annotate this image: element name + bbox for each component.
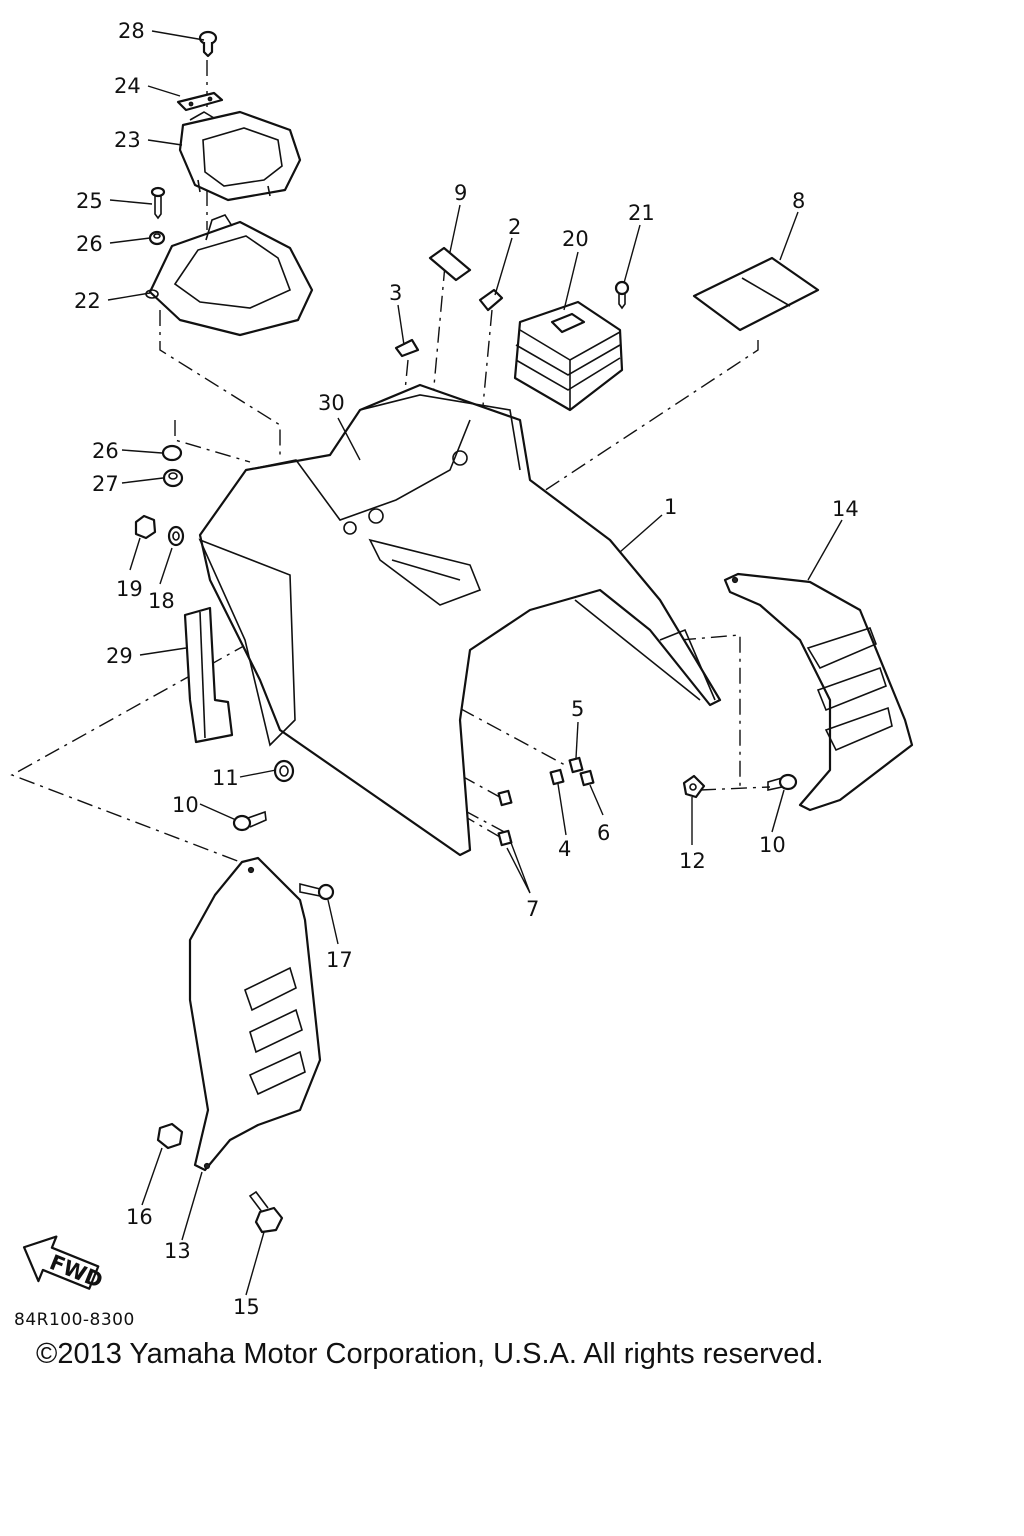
callout-13: 13 — [164, 1239, 191, 1263]
callout-4: 4 — [558, 837, 571, 861]
fwd-arrow-icon: FWD — [22, 1235, 106, 1293]
part-20-box — [513, 300, 624, 412]
part-12-nut — [682, 774, 706, 799]
part-10-bolt-2 — [767, 773, 798, 791]
part-24-plate — [176, 91, 224, 112]
callout-30: 30 — [318, 391, 345, 415]
part-9-pad — [428, 246, 472, 282]
part-7-clip-a — [497, 789, 513, 807]
callout-10-b: 10 — [759, 833, 786, 857]
part-16-nut — [156, 1122, 184, 1150]
callout-26-b: 26 — [92, 439, 119, 463]
part-10-bolt — [232, 810, 267, 832]
copyright-notice: ©2013 Yamaha Motor Corporation, U.S.A. A… — [36, 1338, 824, 1370]
callout-9: 9 — [454, 181, 467, 205]
part-28-screw — [198, 30, 218, 58]
part-3-pad — [394, 338, 420, 358]
part-17-screw — [299, 882, 335, 901]
callout-19: 19 — [116, 577, 143, 601]
callout-22: 22 — [74, 289, 101, 313]
callout-21: 21 — [628, 201, 655, 225]
callout-23: 23 — [114, 128, 141, 152]
part-8-label — [692, 256, 820, 332]
part-7-clip-b — [497, 829, 513, 847]
part-21-screw — [614, 280, 630, 310]
part-1-front-fender — [198, 383, 722, 857]
part-25-bolt — [150, 186, 166, 220]
callout-25: 25 — [76, 189, 103, 213]
part-18-washer — [167, 525, 185, 547]
callout-18: 18 — [148, 589, 175, 613]
part-4-clip — [549, 768, 565, 786]
callout-2: 2 — [508, 215, 521, 239]
callout-28: 28 — [118, 19, 145, 43]
callout-5: 5 — [571, 697, 584, 721]
callout-10: 10 — [172, 793, 199, 817]
part-5-clip — [568, 756, 584, 774]
drawing-code: 84R100-8300 — [14, 1310, 135, 1330]
callout-24: 24 — [114, 74, 141, 98]
callout-3: 3 — [389, 281, 402, 305]
leader-lines — [107, 30, 843, 1296]
part-14-side-cover-right — [723, 572, 914, 812]
callout-20: 20 — [562, 227, 589, 251]
part-19-nut — [134, 514, 157, 540]
callout-16: 16 — [126, 1205, 153, 1229]
callout-17: 17 — [326, 948, 353, 972]
callout-26: 26 — [76, 232, 103, 256]
part-26-grommet — [148, 230, 166, 246]
part-27-collar — [162, 468, 184, 488]
part-13-side-cover-left — [188, 856, 322, 1172]
callout-11: 11 — [212, 766, 239, 790]
part-23-meter-cover — [178, 110, 302, 202]
callout-29: 29 — [106, 644, 133, 668]
callout-7: 7 — [526, 897, 539, 921]
callout-6: 6 — [597, 821, 610, 845]
part-11-grommet — [273, 759, 295, 783]
callout-15: 15 — [233, 1295, 260, 1319]
part-2-pad — [478, 288, 504, 312]
callout-labels: 28 24 23 25 26 22 9 2 20 21 8 3 30 26 27… — [74, 19, 859, 1319]
callout-14: 14 — [832, 497, 859, 521]
callout-8: 8 — [792, 189, 805, 213]
part-6-clip — [579, 769, 595, 787]
part-29-bracket — [183, 606, 234, 744]
part-22-meter-housing — [145, 214, 314, 337]
part-26-grommet-2 — [161, 444, 183, 462]
callout-12: 12 — [679, 849, 706, 873]
callout-1: 1 — [664, 495, 677, 519]
callout-27: 27 — [92, 472, 119, 496]
part-15-bolt — [248, 1190, 284, 1234]
